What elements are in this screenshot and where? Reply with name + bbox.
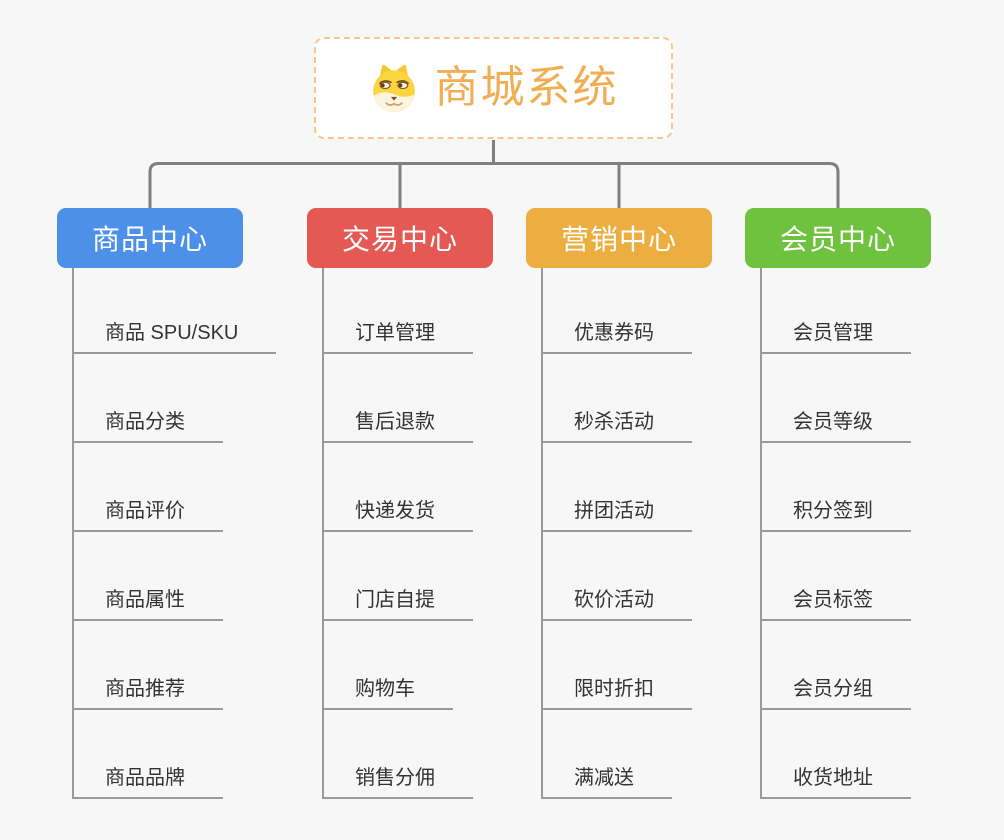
sub-topic[interactable]: 商品评价: [72, 498, 223, 532]
branch-items: 商品 SPU/SKU 商品分类 商品评价 商品属性 商品推荐 商品品牌: [72, 268, 277, 799]
branch-trunk-line: [760, 268, 762, 799]
branch-member-center: 会员中心 会员管理 会员等级 积分签到 会员标签 会员分组 收货地址: [745, 208, 985, 808]
sub-topic[interactable]: 会员等级: [760, 409, 911, 443]
branch-items: 会员管理 会员等级 积分签到 会员标签 会员分组 收货地址: [760, 268, 911, 799]
sub-topic[interactable]: 砍价活动: [541, 587, 692, 621]
branch-items: 订单管理 售后退款 快递发货 门店自提 购物车 销售分佣: [322, 268, 473, 799]
branch-trunk-line: [322, 268, 324, 799]
branch-label: 交易中心: [341, 224, 458, 255]
sub-topic[interactable]: 优惠券码: [541, 320, 692, 354]
sub-topic[interactable]: 商品分类: [72, 409, 223, 443]
sub-topic[interactable]: 秒杀活动: [541, 409, 692, 443]
branch-rail-line: [148, 162, 840, 209]
branch-header-member[interactable]: 会员中心: [745, 208, 931, 268]
branch-header-marketing[interactable]: 营销中心: [526, 208, 712, 268]
sub-topic[interactable]: 售后退款: [322, 409, 473, 443]
sub-topic[interactable]: 积分签到: [760, 498, 911, 532]
sub-topic[interactable]: 门店自提: [322, 587, 473, 621]
sub-topic[interactable]: 会员管理: [760, 320, 911, 354]
branch-trunk-line: [541, 268, 543, 799]
sub-topic[interactable]: 订单管理: [322, 320, 473, 354]
sub-topic[interactable]: 商品属性: [72, 587, 223, 621]
sub-topic[interactable]: 拼团活动: [541, 498, 692, 532]
sub-topic[interactable]: 会员分组: [760, 676, 911, 710]
branch-trade-center: 交易中心 订单管理 售后退款 快递发货 门店自提 购物车 销售分佣: [307, 208, 547, 808]
branch-header-trade[interactable]: 交易中心: [307, 208, 493, 268]
sub-topic[interactable]: 限时折扣: [541, 676, 692, 710]
sub-topic[interactable]: 商品 SPU/SKU: [72, 320, 277, 354]
root-topic-label: 商城系统: [434, 63, 619, 112]
sub-topic[interactable]: 销售分佣: [322, 765, 473, 799]
sub-topic[interactable]: 快递发货: [322, 498, 473, 532]
branch-label: 商品中心: [91, 224, 208, 255]
branch-label: 会员中心: [779, 224, 896, 255]
sub-topic[interactable]: 商品推荐: [72, 676, 223, 710]
sub-topic[interactable]: 购物车: [322, 676, 453, 710]
branch-header-product[interactable]: 商品中心: [57, 208, 243, 268]
branch-label: 营销中心: [560, 224, 677, 255]
branch-product-center: 商品中心 商品 SPU/SKU 商品分类 商品评价 商品属性 商品推荐 商品品牌: [57, 208, 297, 808]
branch-marketing-center: 营销中心 优惠券码 秒杀活动 拼团活动 砍价活动 限时折扣 满减送: [526, 208, 766, 808]
sub-topic[interactable]: 会员标签: [760, 587, 911, 621]
sub-topic[interactable]: 商品品牌: [72, 765, 223, 799]
root-topic[interactable]: 商城系统: [314, 37, 673, 139]
doge-icon: [372, 64, 415, 112]
branch-trunk-line: [72, 268, 74, 799]
branch-items: 优惠券码 秒杀活动 拼团活动 砍价活动 限时折扣 满减送: [541, 268, 692, 799]
sub-topic[interactable]: 满减送: [541, 765, 672, 799]
sub-topic[interactable]: 收货地址: [760, 765, 911, 799]
